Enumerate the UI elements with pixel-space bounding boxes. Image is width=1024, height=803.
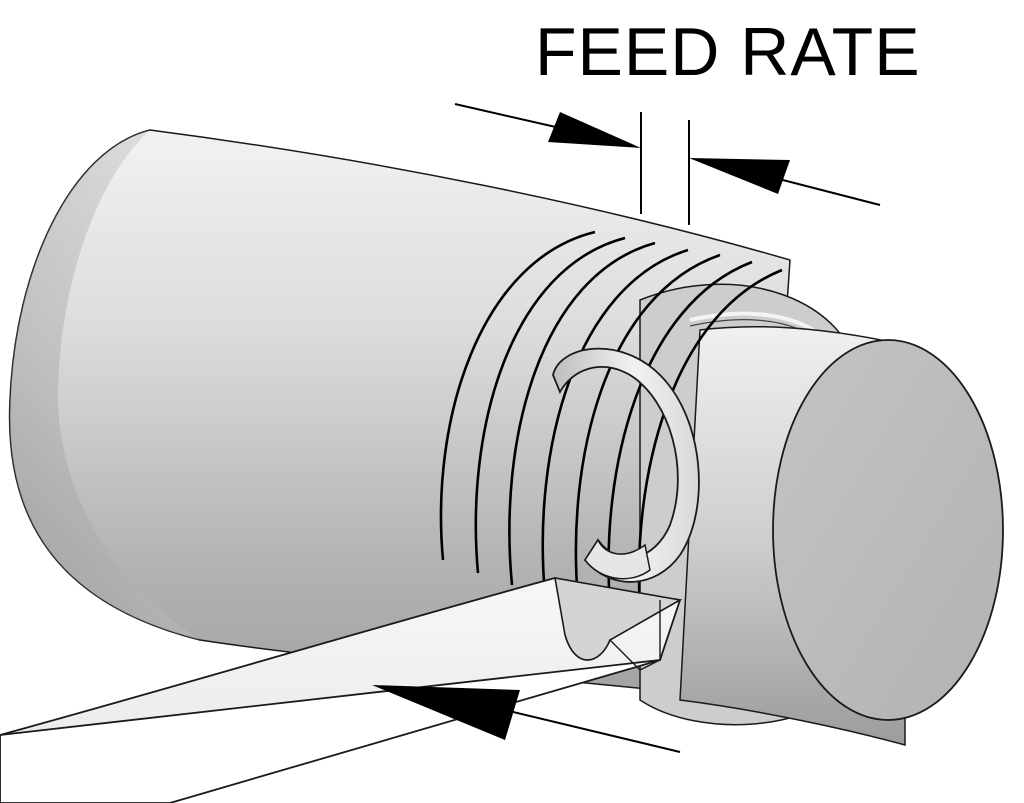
groove-line [439, 230, 596, 561]
tool-feed-direction-arrow [372, 685, 681, 753]
groove-line [607, 260, 753, 606]
dimension-leader-right [774, 177, 881, 206]
groove-line [508, 241, 656, 586]
arrowhead-right [689, 158, 790, 194]
feed-rate-dimension [454, 103, 881, 225]
feed-rate-label: FEED RATE [535, 14, 921, 90]
feed-grooves [439, 230, 783, 609]
groove-line [474, 236, 626, 574]
groove-line [574, 253, 721, 601]
arrowhead-left [548, 112, 641, 148]
groove-line [541, 248, 689, 596]
curled-chip [552, 347, 700, 583]
cutting-tool [0, 577, 683, 803]
turned-pin [679, 326, 1004, 746]
dimension-leader-left [454, 103, 561, 129]
pin-end-face [772, 339, 1004, 721]
